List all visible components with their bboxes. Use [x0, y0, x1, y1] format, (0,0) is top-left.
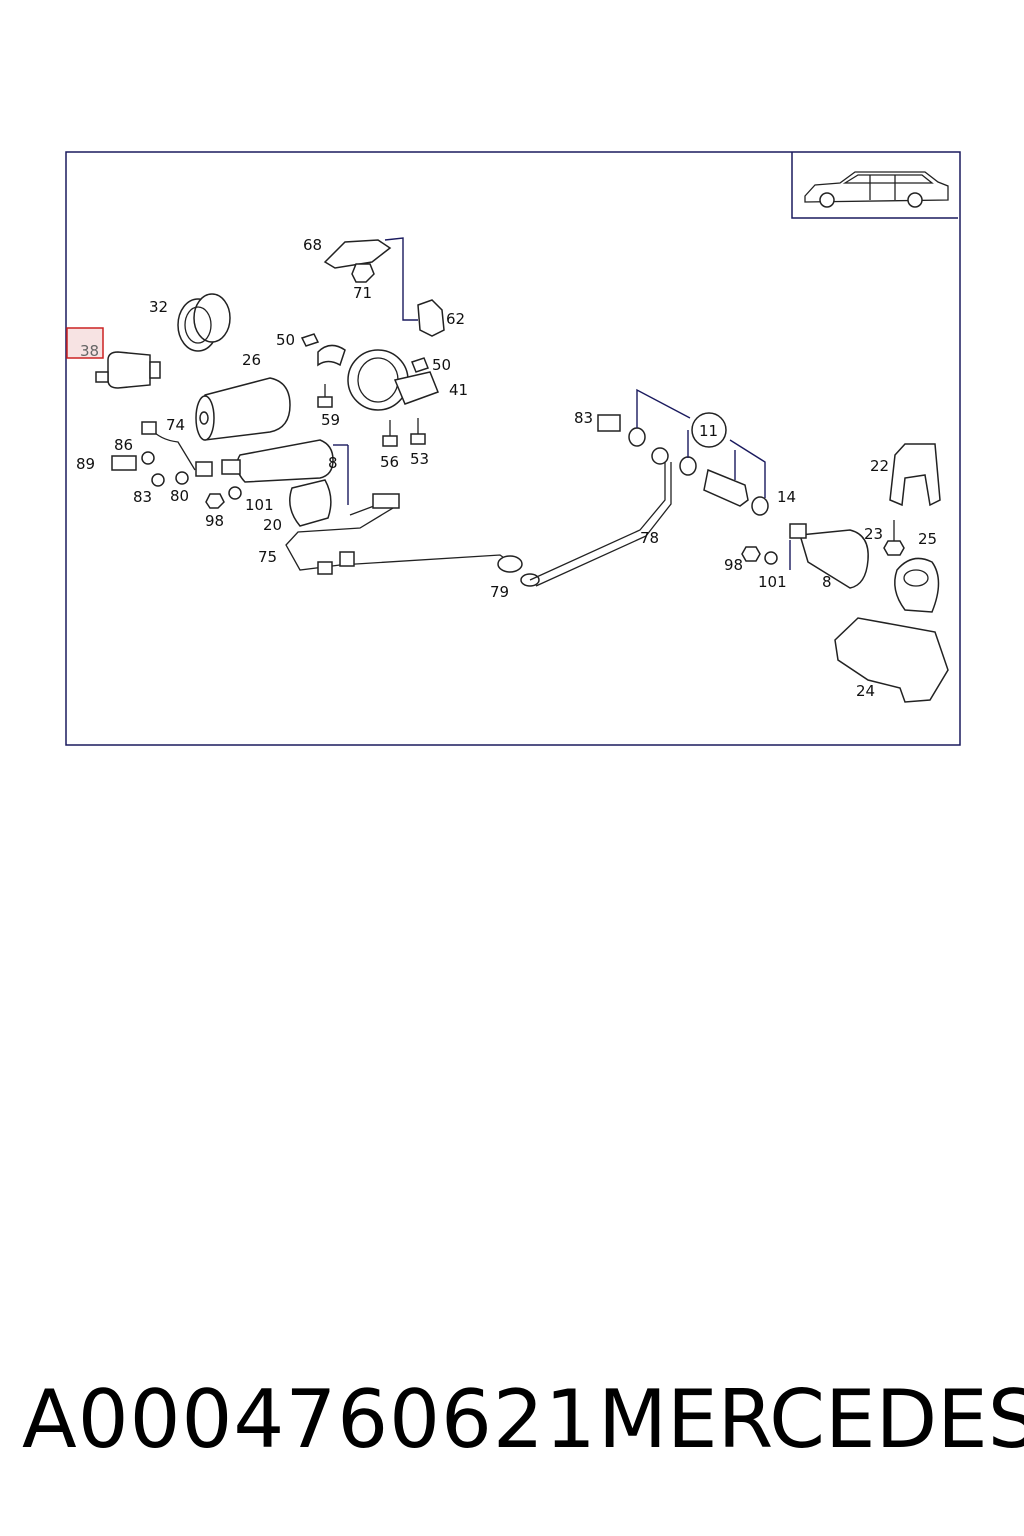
part-79-grommet: [497, 555, 540, 587]
label-32: 32: [149, 298, 168, 316]
part-32-clamp: [177, 293, 231, 352]
part-number: A0004760621: [22, 1373, 597, 1466]
label-98b: 98: [724, 556, 743, 574]
label-83a: 83: [133, 488, 152, 506]
label-23: 23: [864, 525, 883, 543]
label-25: 25: [918, 530, 937, 548]
label-11: 11: [699, 422, 718, 440]
label-71: 71: [353, 284, 372, 302]
label-8b: 8: [822, 573, 832, 591]
label-26: 26: [242, 351, 261, 369]
callout-circle-11: [691, 412, 727, 448]
label-56: 56: [380, 453, 399, 471]
part-25-strap: [894, 557, 940, 613]
label-80: 80: [170, 487, 189, 505]
diagram-frame: [65, 151, 961, 746]
label-75: 75: [258, 548, 277, 566]
label-86: 86: [114, 436, 133, 454]
part-68-bracket: [323, 237, 418, 321]
part-23-screw: [883, 520, 905, 556]
callout-labels: 68 71 62 32 38 50 50 26 41 59 74 86 89 8…: [76, 236, 937, 700]
label-38: 38: [80, 342, 99, 360]
part-38-damper: [95, 351, 161, 389]
label-24: 24: [856, 682, 875, 700]
footer: A0004760621 MERCEDES: [0, 1370, 1024, 1470]
part-62-mount: [417, 299, 445, 337]
label-68: 68: [303, 236, 322, 254]
part-78-eye: [651, 447, 669, 465]
label-62: 62: [446, 310, 465, 328]
part-78-pipe: [529, 462, 672, 587]
label-20: 20: [263, 516, 282, 534]
car-thumbnail: [791, 152, 958, 219]
label-59: 59: [321, 411, 340, 429]
label-89: 89: [76, 455, 95, 473]
label-53: 53: [410, 450, 429, 468]
part-26-filter: [195, 377, 291, 441]
label-50b: 50: [432, 356, 451, 374]
part-74-hose: [111, 421, 242, 509]
label-14: 14: [777, 488, 796, 506]
brand-name: MERCEDES: [598, 1373, 1024, 1466]
part-41-clamp-assembly: [300, 333, 439, 411]
label-50a: 50: [276, 331, 295, 349]
label-8a: 8: [328, 454, 338, 472]
label-22: 22: [870, 457, 889, 475]
part-14-valve: [703, 468, 749, 507]
part-59-bolt: [317, 384, 333, 408]
label-98a: 98: [205, 512, 224, 530]
part-53-bolt: [410, 418, 426, 445]
part-8-pump-left: [221, 439, 349, 505]
label-41: 41: [449, 381, 468, 399]
parts-diagram: 68 71 62 32 38 50 50 26 41 59 74 86 89 8…: [65, 151, 961, 746]
part-83-fitting: [597, 388, 769, 516]
part-22-bracket: [889, 443, 941, 507]
label-101b: 101: [758, 573, 787, 591]
label-79: 79: [490, 583, 509, 601]
part-75-fuel-line: [285, 493, 519, 575]
highlight-box-38[interactable]: [66, 327, 104, 359]
label-78: 78: [640, 529, 659, 547]
part-8-pump-right: [741, 523, 869, 589]
label-83b: 83: [574, 409, 593, 427]
part-56-bolt: [382, 420, 398, 447]
part-20-sleeve: [289, 479, 332, 527]
label-101a: 101: [245, 496, 274, 514]
label-74: 74: [166, 416, 185, 434]
part-24-cover: [834, 617, 949, 703]
